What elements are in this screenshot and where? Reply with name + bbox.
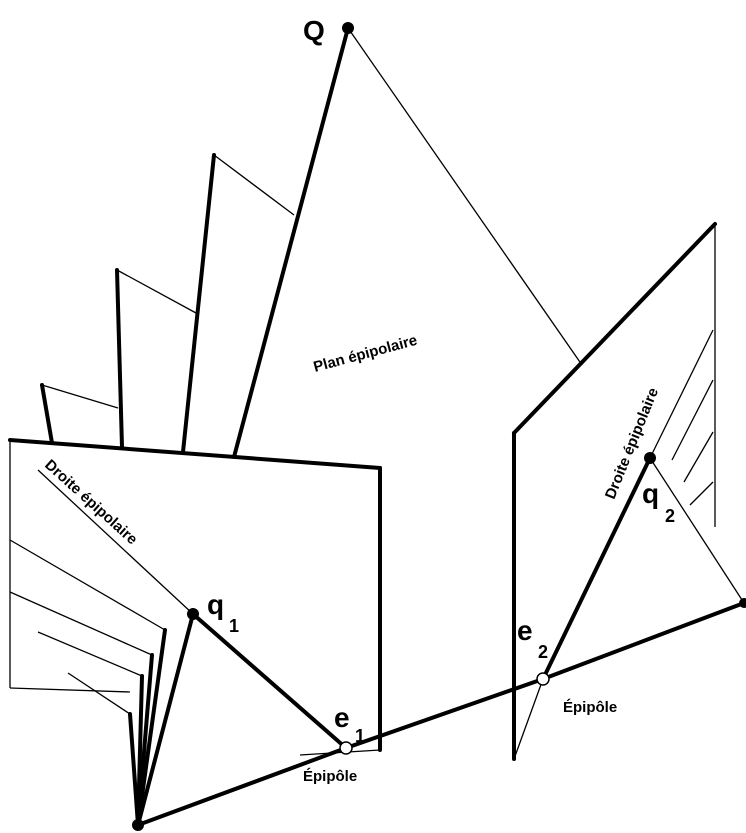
label-q1: q [207, 589, 224, 620]
baseline-middle [344, 677, 545, 750]
left-plane-top [8, 438, 382, 470]
baseline-left [136, 746, 348, 827]
label-q2: q [642, 478, 659, 509]
point-q2-marker [644, 452, 656, 464]
fan-plane-3-edge [181, 153, 216, 454]
left-camera-center-marker [132, 819, 144, 831]
label-epipole-left: Épipôle [303, 768, 357, 785]
right-plane-bottom [513, 678, 544, 760]
segment-q1-e1 [191, 612, 348, 750]
right-epipolar-line-main [649, 329, 714, 459]
right-image-plane [512, 222, 717, 761]
ray-q2-right-camera [649, 457, 745, 604]
main-epipolar-plane [232, 26, 583, 459]
label-e2: e [517, 615, 533, 646]
baseline-right [541, 601, 746, 681]
right-plane-top [512, 222, 717, 435]
ray-fan-q1 [136, 612, 195, 827]
left-epipolar-line-1 [9, 539, 166, 631]
point-Q-marker [342, 22, 354, 34]
label-q2-sub: 2 [665, 506, 675, 526]
ray-Q-left [232, 26, 350, 459]
right-epipolar-line-2 [683, 431, 714, 483]
label-epipolar-line-left: Droite épipolaire [41, 456, 140, 548]
ray-Q-right [347, 27, 583, 366]
right-epipolar-line-3 [689, 481, 714, 506]
left-plane-bottom [9, 687, 131, 693]
left-epipolar-line-3 [37, 631, 143, 677]
fan-plane-2-edge [115, 268, 124, 449]
right-camera-center-marker [739, 598, 746, 608]
ray-fan-4 [136, 628, 167, 827]
fan-plane-1-top [41, 384, 119, 409]
label-e2-sub: 2 [538, 642, 548, 662]
label-Q: Q [303, 15, 325, 46]
point-q1-marker [187, 608, 199, 620]
epipole-e1-marker [339, 741, 353, 755]
label-e1-sub: 1 [355, 726, 365, 746]
left-plane-bottom-right [299, 749, 381, 756]
label-epipolar-plane: Plan épipolaire [312, 332, 419, 376]
label-epipole-right: Épipôle [563, 699, 617, 716]
left-epipolar-line-2 [9, 591, 153, 656]
segment-e2-q2 [541, 456, 652, 681]
left-image-plane [8, 438, 382, 756]
epipole-e2-marker [536, 672, 550, 686]
left-epipolar-lines [9, 469, 194, 715]
fan-planes [40, 153, 295, 454]
left-epipolar-line-main [37, 469, 194, 615]
right-epipolar-lines [649, 329, 745, 604]
label-q1-sub: 1 [229, 616, 239, 636]
fan-plane-1-edge [40, 383, 54, 445]
label-e1: e [334, 702, 350, 733]
left-camera-rays [128, 612, 545, 827]
fan-plane-3-top [213, 154, 295, 216]
right-triangle [541, 456, 746, 681]
right-epipolar-line-1 [671, 379, 714, 461]
left-epipolar-line-4 [67, 672, 131, 715]
fan-plane-2-top [116, 269, 197, 314]
